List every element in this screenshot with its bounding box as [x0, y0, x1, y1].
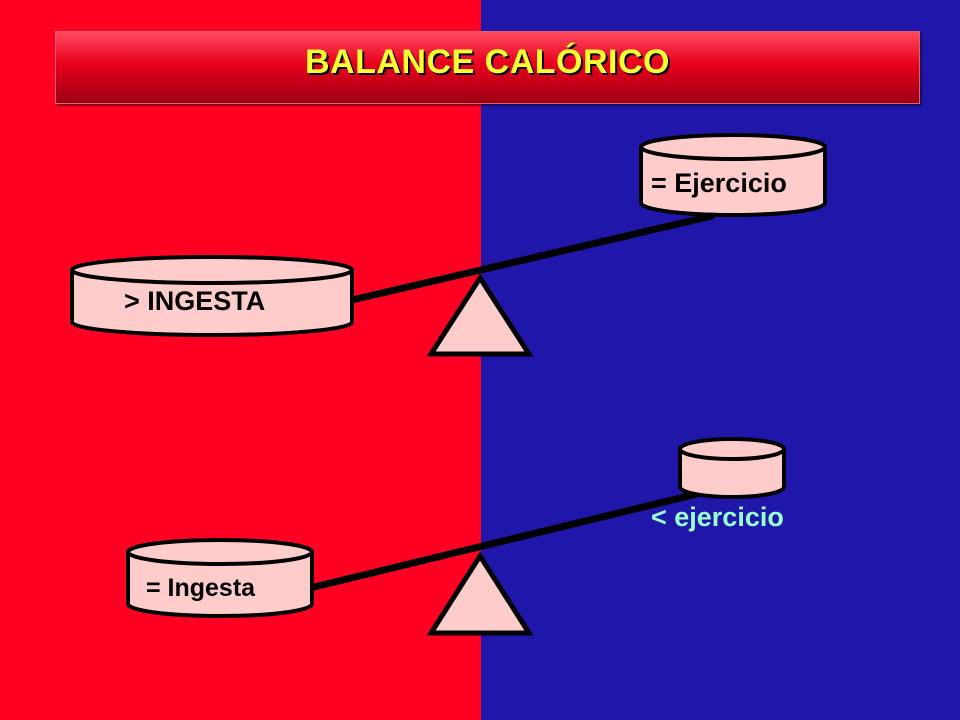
top-right-weight-cylinder — [639, 133, 827, 217]
bottom-right-cylinder-lid — [678, 437, 786, 461]
top-left-weight-label: > INGESTA — [124, 286, 266, 316]
slide-title: BALANCE CALÓRICO — [305, 43, 670, 81]
top-right-weight-label: = Ejercicio — [651, 168, 787, 198]
title-bar — [55, 31, 920, 104]
bottom-right-weight-label: < ejercicio — [651, 502, 784, 532]
top-right-cylinder-body — [639, 145, 827, 217]
top-left-cylinder-body — [70, 268, 354, 337]
bottom-left-weight-label: = Ingesta — [146, 574, 256, 602]
top-left-cylinder-lid — [70, 255, 354, 285]
bottom-balance-beam — [306, 488, 709, 592]
bottom-left-weight-cylinder — [126, 538, 314, 618]
bottom-right-cylinder-body — [678, 447, 786, 499]
bottom-left-cylinder-lid — [126, 538, 314, 566]
top-balance-beam — [348, 212, 716, 304]
top-left-weight-cylinder — [70, 255, 354, 337]
top-fulcrum-triangle — [426, 273, 534, 357]
bottom-right-weight-cylinder — [678, 437, 786, 499]
bottom-fulcrum-triangle — [426, 551, 534, 636]
bottom-left-cylinder-body — [126, 550, 314, 618]
top-right-cylinder-lid — [639, 133, 827, 161]
right-blue-panel — [481, 0, 960, 720]
